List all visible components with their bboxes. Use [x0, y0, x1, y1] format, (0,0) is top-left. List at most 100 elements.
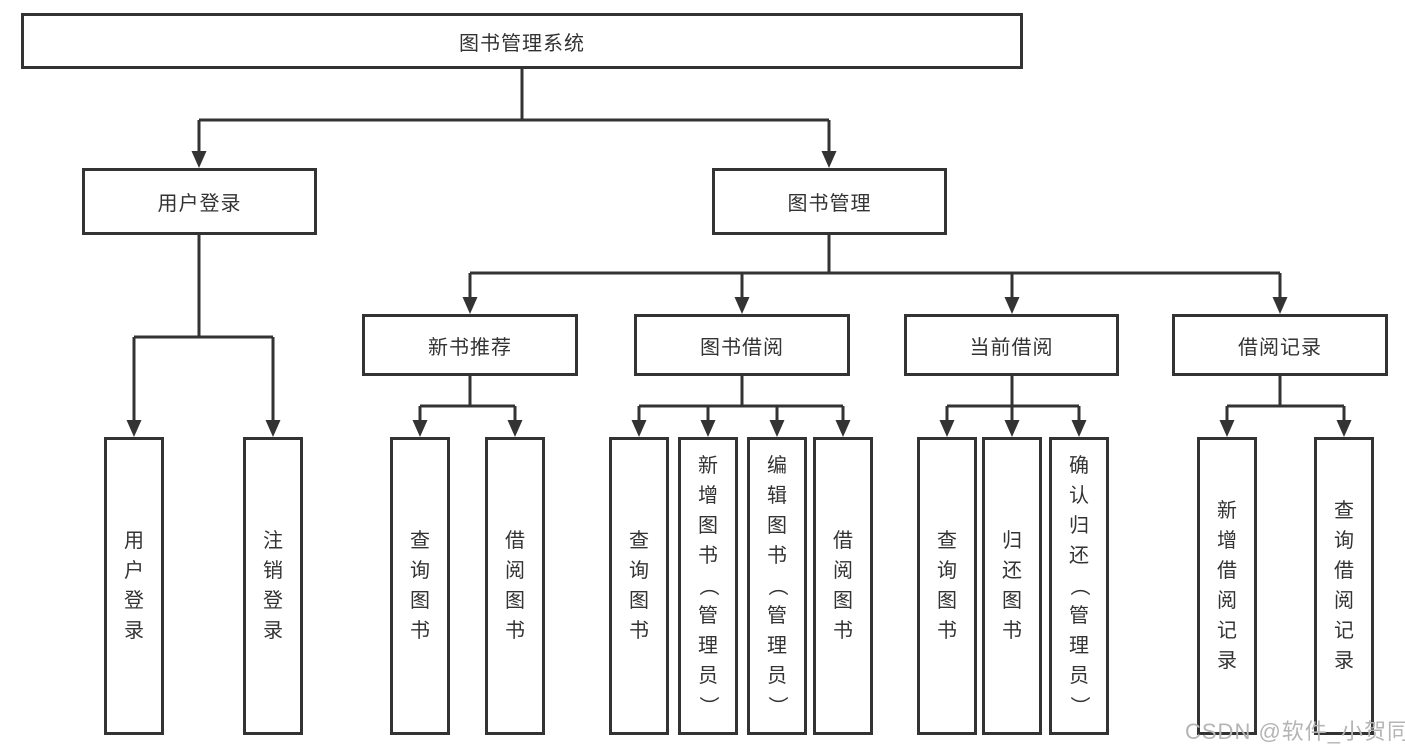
leaf-query-books-borrow: 查询图书: [609, 437, 669, 735]
vertical-char: 阅: [1217, 590, 1237, 612]
leaf-query-books-recommend: 查询图书: [390, 437, 450, 735]
vertical-char: ）: [1068, 696, 1090, 716]
vertical-char: 书: [767, 545, 787, 567]
node-root: 图书管理系统: [21, 13, 1023, 69]
node-new-book-recommend-label: 新书推荐: [428, 336, 512, 359]
vertical-char: 借: [505, 530, 525, 552]
vertical-char: 图: [410, 590, 430, 612]
vertical-char: 询: [410, 560, 430, 582]
vertical-char: 阅: [1334, 590, 1354, 612]
leaf-confirm-return-admin: 确认归还（管理员）: [1049, 437, 1109, 735]
vertical-char: 还: [1002, 560, 1022, 582]
leaf-query-books-current-label: 查询图书: [937, 531, 957, 641]
vertical-char: 书: [629, 620, 649, 642]
vertical-char: 图: [698, 515, 718, 537]
vertical-char: 图: [767, 515, 787, 537]
leaf-logout-label: 注销登录: [263, 531, 283, 641]
vertical-char: 图: [505, 590, 525, 612]
vertical-char: 户: [124, 560, 144, 582]
vertical-char: 书: [698, 545, 718, 567]
vertical-char: 图: [937, 590, 957, 612]
vertical-char: 录: [1334, 650, 1354, 672]
leaf-query-books-borrow-label: 查询图书: [629, 531, 649, 641]
leaf-add-books-admin: 新增图书（管理员）: [678, 437, 738, 735]
node-borrow-records: 借阅记录: [1172, 314, 1388, 376]
vertical-char: 书: [410, 620, 430, 642]
vertical-char: 新: [698, 455, 718, 477]
vertical-char: 注: [263, 530, 283, 552]
vertical-char: 阅: [505, 560, 525, 582]
leaf-return-books-label: 归还图书: [1002, 531, 1022, 641]
leaf-query-borrow-record-label: 查询借阅记录: [1334, 501, 1354, 671]
vertical-char: 记: [1334, 620, 1354, 642]
leaf-add-books-admin-label: 新增图书（管理员）: [697, 455, 719, 716]
vertical-char: 增: [1217, 530, 1237, 552]
node-new-book-recommend: 新书推荐: [362, 314, 578, 376]
vertical-char: 查: [410, 530, 430, 552]
vertical-char: 管: [1069, 605, 1089, 627]
vertical-char: 录: [263, 620, 283, 642]
vertical-char: 理: [698, 635, 718, 657]
vertical-char: 管: [767, 605, 787, 627]
watermark: CSDN @软件_小贺同学: [1185, 719, 1405, 744]
vertical-char: 书: [937, 620, 957, 642]
leaf-borrow-books-label: 借阅图书: [833, 531, 853, 641]
vertical-char: 借: [1217, 560, 1237, 582]
vertical-char: 销: [263, 560, 283, 582]
vertical-char: 图: [629, 590, 649, 612]
leaf-query-borrow-record: 查询借阅记录: [1314, 437, 1374, 735]
node-book-borrow: 图书借阅: [634, 314, 850, 376]
node-user-login: 用户登录: [82, 168, 317, 235]
vertical-char: 查: [1334, 500, 1354, 522]
leaf-edit-books-admin-label: 编辑图书（管理员）: [766, 455, 788, 716]
vertical-char: 查: [937, 530, 957, 552]
leaf-user-login: 用户登录: [104, 437, 164, 735]
leaf-borrow-books-recommend: 借阅图书: [485, 437, 545, 735]
node-book-management: 图书管理: [712, 168, 947, 235]
leaf-borrow-books-recommend-label: 借阅图书: [505, 531, 525, 641]
vertical-char: 确: [1069, 455, 1089, 477]
vertical-char: 理: [1069, 635, 1089, 657]
vertical-char: 归: [1069, 515, 1089, 537]
vertical-char: 录: [1217, 650, 1237, 672]
vertical-char: 图: [1002, 590, 1022, 612]
node-root-label: 图书管理系统: [459, 32, 585, 55]
vertical-char: （: [766, 576, 788, 596]
leaf-return-books: 归还图书: [982, 437, 1042, 735]
vertical-char: 书: [833, 620, 853, 642]
vertical-char: 管: [698, 605, 718, 627]
vertical-char: 员: [1069, 665, 1089, 687]
vertical-char: 编: [767, 455, 787, 477]
node-current-borrow: 当前借阅: [904, 314, 1119, 376]
leaf-confirm-return-admin-label: 确认归还（管理员）: [1068, 455, 1090, 716]
node-user-login-label: 用户登录: [157, 193, 242, 215]
leaf-add-borrow-record: 新增借阅记录: [1197, 437, 1257, 735]
vertical-char: 登: [124, 590, 144, 612]
vertical-char: 还: [1069, 545, 1089, 567]
leaf-query-books-recommend-label: 查询图书: [410, 531, 430, 641]
vertical-char: ）: [766, 696, 788, 716]
vertical-char: 询: [629, 560, 649, 582]
leaf-edit-books-admin: 编辑图书（管理员）: [747, 437, 807, 735]
vertical-char: 阅: [833, 560, 853, 582]
vertical-char: 借: [833, 530, 853, 552]
leaf-borrow-books: 借阅图书: [813, 437, 873, 735]
vertical-char: 录: [124, 620, 144, 642]
vertical-char: 询: [1334, 530, 1354, 552]
node-book-borrow-label: 图书借阅: [700, 336, 784, 359]
vertical-char: 记: [1217, 620, 1237, 642]
leaf-user-login-label: 用户登录: [124, 531, 144, 641]
vertical-char: 书: [505, 620, 525, 642]
leaf-logout: 注销登录: [243, 437, 303, 735]
leaf-query-books-current: 查询图书: [917, 437, 977, 735]
vertical-char: 书: [1002, 620, 1022, 642]
vertical-char: 新: [1217, 500, 1237, 522]
vertical-char: 归: [1002, 530, 1022, 552]
node-borrow-records-label: 借阅记录: [1238, 336, 1322, 359]
node-book-management-label: 图书管理: [787, 193, 872, 215]
vertical-char: 增: [698, 485, 718, 507]
vertical-char: 登: [263, 590, 283, 612]
vertical-char: 借: [1334, 560, 1354, 582]
